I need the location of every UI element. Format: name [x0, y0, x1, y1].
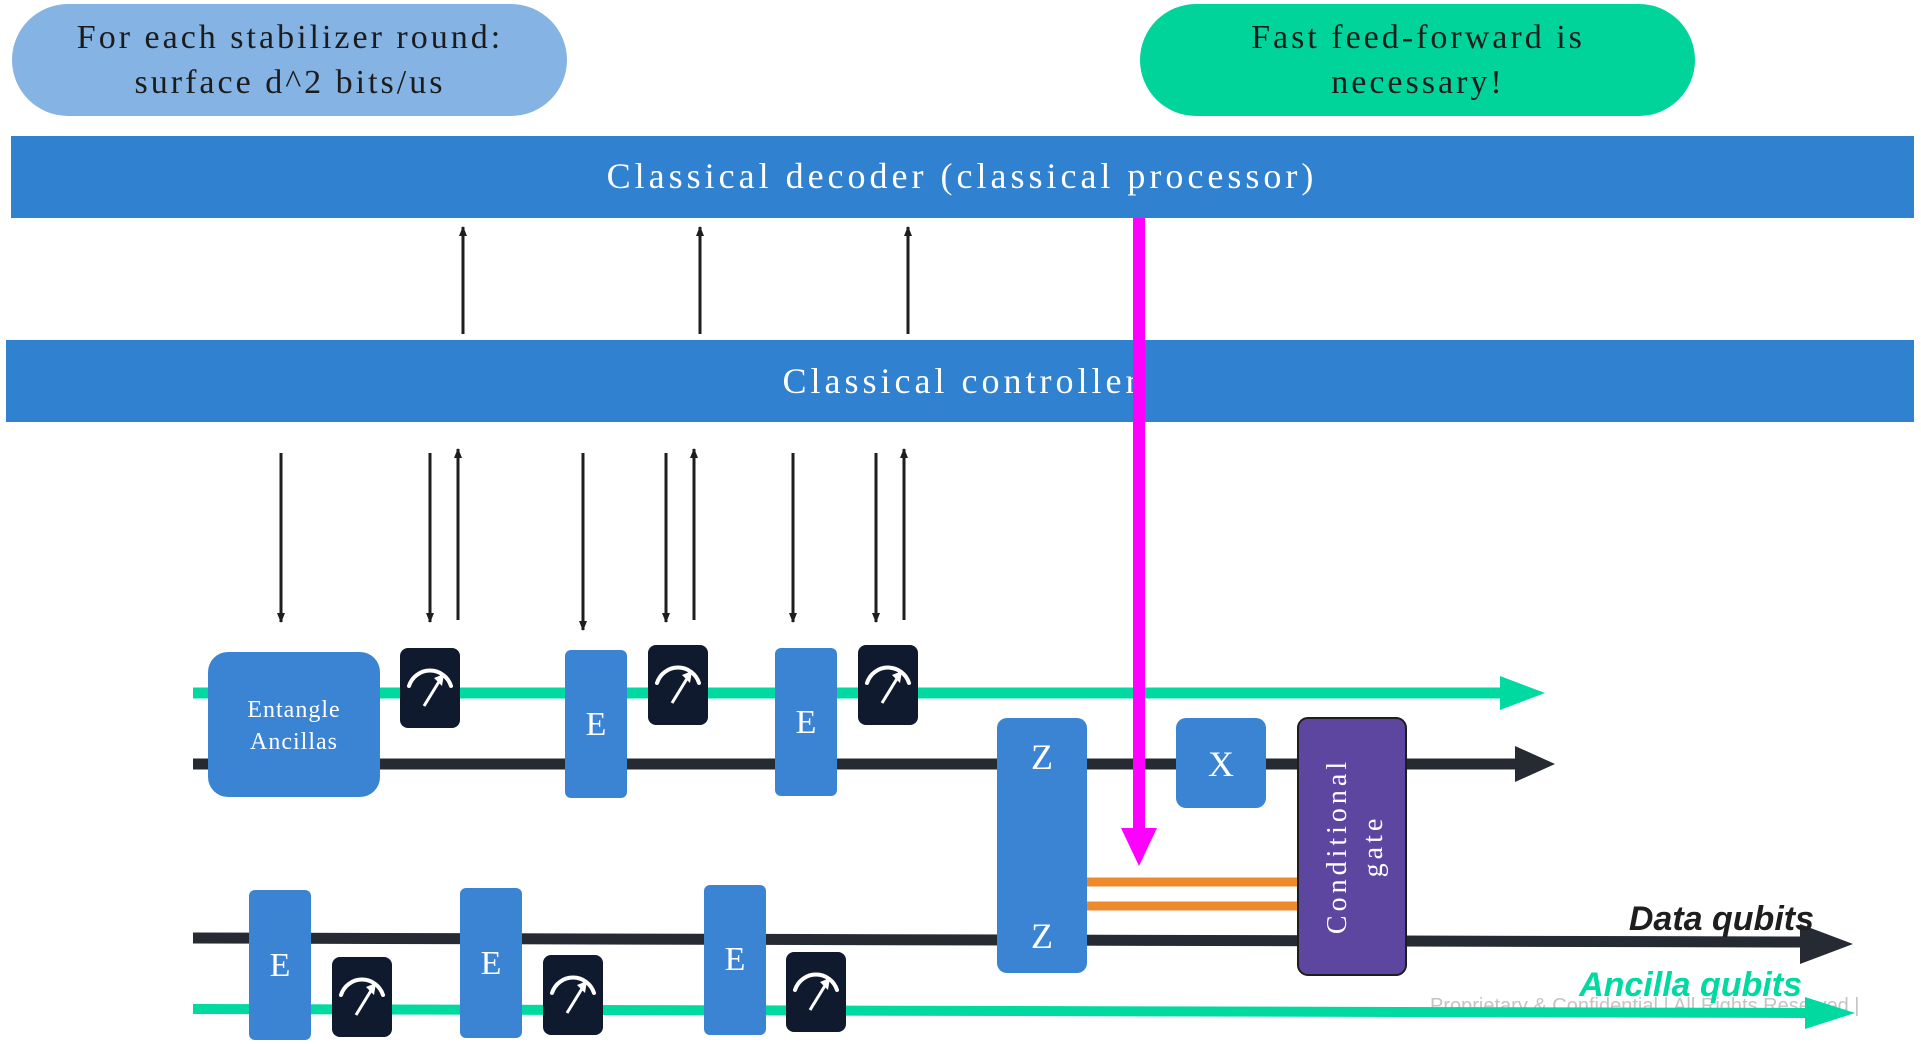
entangle-ancillas-gate: Entangle Ancillas [208, 652, 380, 797]
e-gate: E [460, 888, 522, 1038]
conditional-gate-label-line2: gate [1358, 815, 1389, 878]
measurement-meter-icon [646, 643, 710, 727]
feed-forward-callout-line2: necessary! [1331, 64, 1504, 101]
coupling-lines [1087, 877, 1298, 911]
stabilizer-callout: For each stabilizer round: surface d^2 b… [12, 4, 567, 116]
upper-data-line [193, 746, 1555, 782]
measurement-meter-icon [398, 646, 462, 730]
z-gate-label-top: Z [1031, 737, 1053, 777]
measurement-meter-icon [541, 953, 605, 1037]
z-gate-label-bottom: Z [1031, 916, 1053, 956]
controller-to-decoder-arrows [459, 226, 912, 334]
x-gate-label: X [1208, 744, 1234, 784]
conditional-gate-label-line1: Conditional [1322, 758, 1353, 934]
e-gate-label: E [586, 706, 607, 743]
e-gate: E [249, 890, 311, 1040]
measurement-meter-icon [330, 955, 394, 1039]
e-gate-label: E [725, 941, 746, 978]
feed-forward-callout: Fast feed-forward is necessary! [1140, 4, 1695, 116]
data-qubits-label: Data qubits [1629, 900, 1814, 938]
entangle-label-line1: Entangle [247, 697, 340, 723]
e-gate-label: E [796, 704, 817, 741]
feed-forward-callout-line1: Fast feed-forward is [1251, 19, 1585, 56]
ancilla-qubits-label: Ancilla qubits [1578, 966, 1802, 1004]
x-gate: X [1176, 718, 1266, 808]
e-gate: E [775, 648, 837, 796]
e-gate-label: E [270, 947, 291, 984]
entangle-label-line2: Ancillas [250, 729, 338, 755]
measurement-meter-icon [784, 950, 848, 1034]
classical-decoder-label: Classical decoder (classical processor) [607, 156, 1318, 196]
stabilizer-callout-line1: For each stabilizer round: [77, 19, 503, 56]
classical-controller-bar: Classical controller [6, 340, 1914, 422]
stabilizer-callout-line2: surface d^2 bits/us [135, 64, 446, 101]
e-gate: E [565, 650, 627, 798]
classical-controller-label: Classical controller [783, 361, 1142, 401]
conditional-gate: Conditional gate [1297, 717, 1407, 976]
classical-decoder-bar: Classical decoder (classical processor) [11, 136, 1914, 218]
feed-forward-arrow [1121, 218, 1157, 866]
z-gate: Z Z [997, 718, 1087, 973]
controller-qubit-arrows [277, 448, 908, 631]
e-gate: E [704, 885, 766, 1035]
e-gate-label: E [481, 945, 502, 982]
measurement-meter-icon [856, 643, 920, 727]
